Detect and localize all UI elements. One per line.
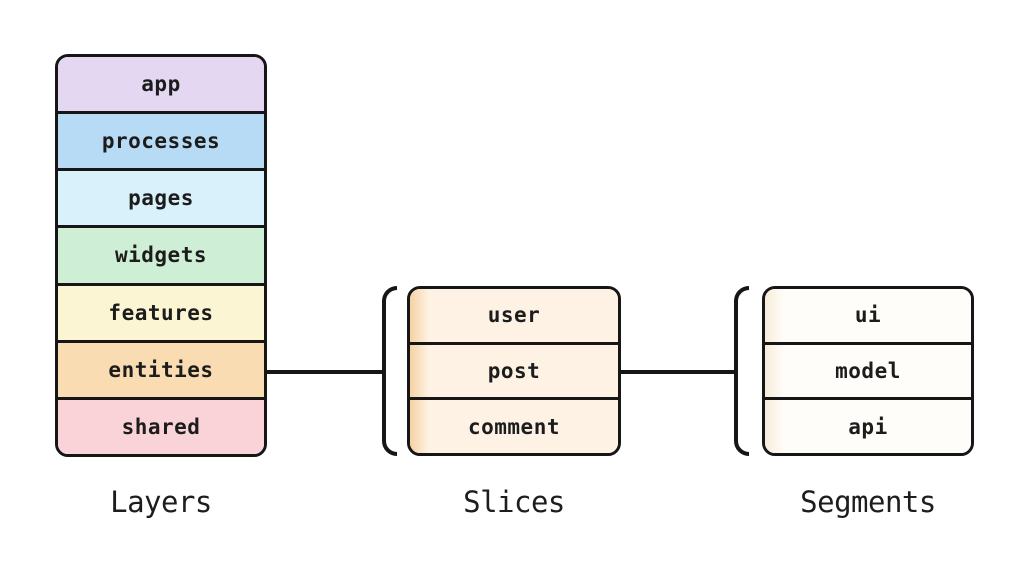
layer-row-pages: pages [58, 168, 264, 226]
connector-layers-to-slices [266, 370, 385, 374]
layer-row-features: features [58, 282, 264, 340]
layer-row-widgets: widgets [58, 225, 264, 283]
segments-stack: ui model api [762, 286, 974, 456]
segments-caption: Segments [800, 485, 936, 519]
segment-row-model: model [765, 341, 971, 398]
slices-caption: Slices [463, 485, 565, 519]
layer-row-app: app [58, 57, 264, 112]
layer-row-entities: entities [58, 339, 264, 397]
slice-row-user: user [410, 289, 618, 342]
segment-row-ui: ui [765, 289, 971, 342]
slice-row-comment: comment [410, 397, 618, 453]
slices-stack: user post comment [407, 286, 621, 456]
segment-row-api: api [765, 397, 971, 453]
layer-row-shared: shared [58, 396, 264, 454]
layers-stack: app processes pages widgets features ent… [55, 54, 267, 457]
slices-bracket [382, 286, 397, 456]
layers-caption: Layers [110, 485, 212, 519]
slice-row-post: post [410, 341, 618, 398]
layer-row-processes: processes [58, 111, 264, 169]
segments-bracket [734, 286, 749, 456]
connector-slices-to-segments [620, 370, 737, 374]
